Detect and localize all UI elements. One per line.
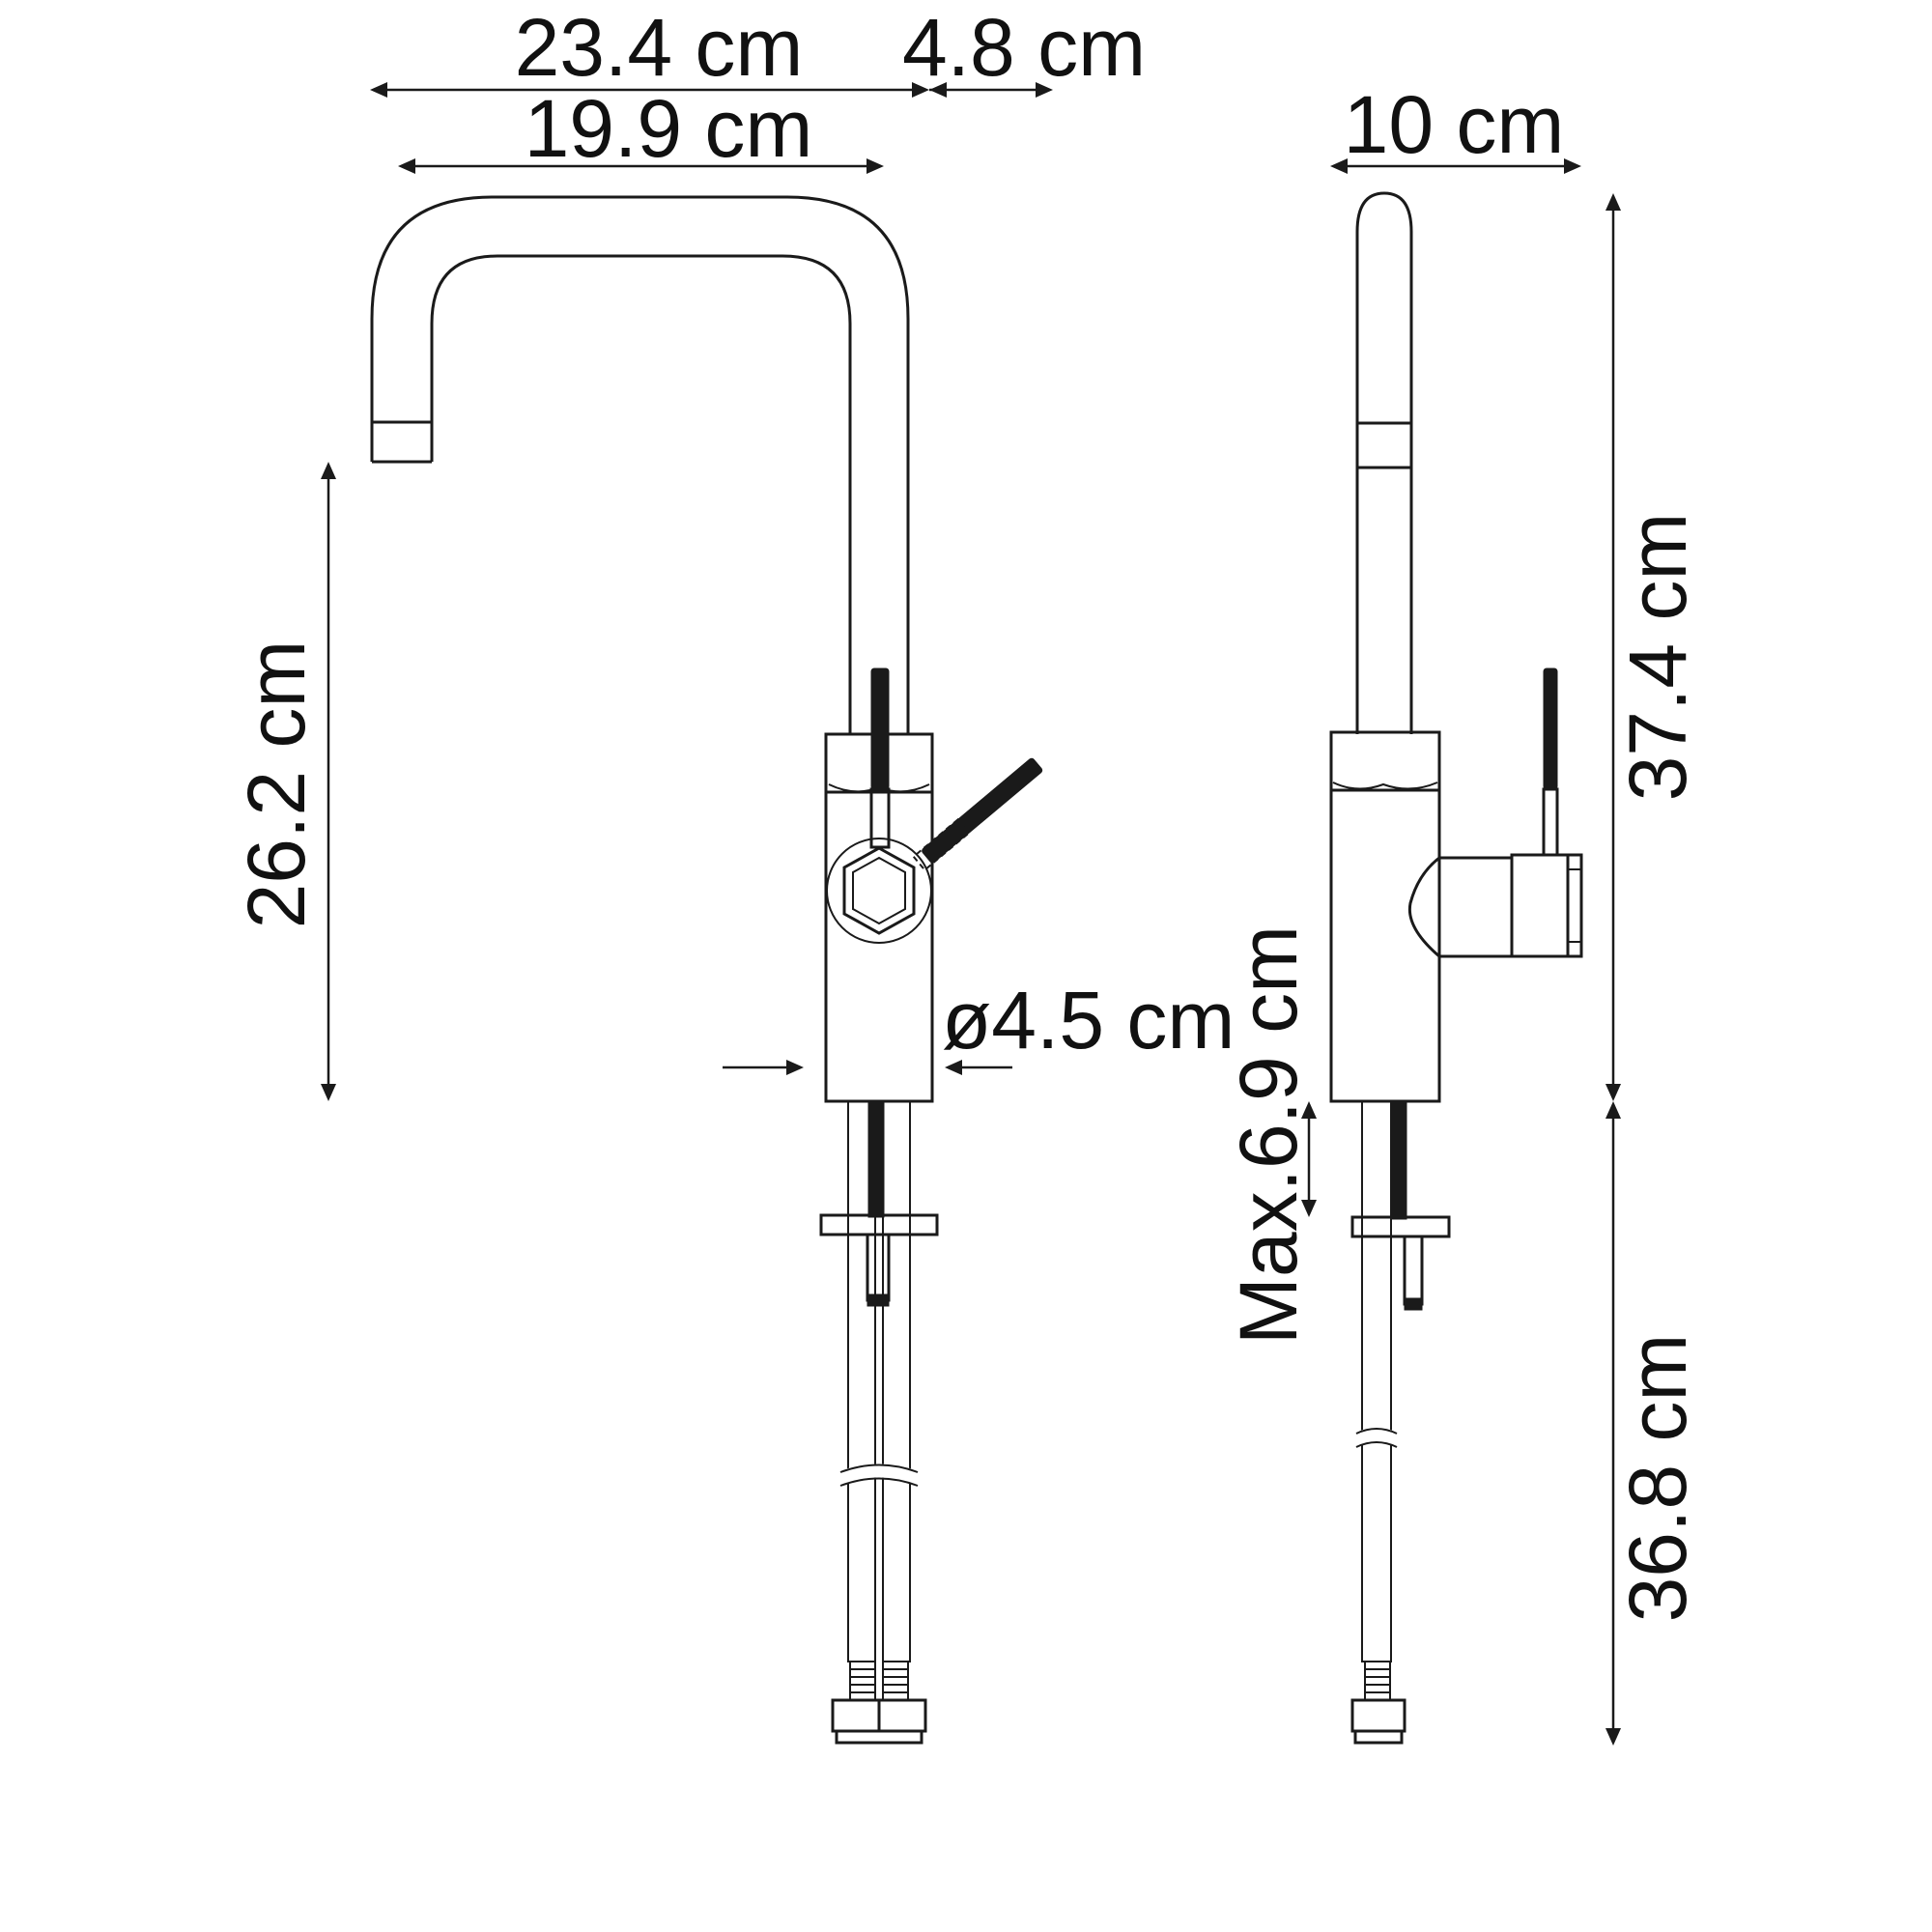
dimension-label-hose-length: 36.8 cm [1612,1334,1703,1623]
side-body [1329,668,1583,1103]
dimension-depth: 10 cm [1330,79,1581,174]
side-view: 10 cm 37.4 cm 36.8 cm Max.6.9 cm [1223,79,1703,1746]
side-spout [1355,191,1413,734]
dimension-max-counter: Max.6.9 cm [1223,925,1317,1345]
dimension-inner-reach: 19.9 cm [398,83,884,174]
side-hose [1352,1100,1407,1662]
dimension-spout-height: 26.2 cm [231,462,336,1101]
side-connector [1350,1661,1406,1745]
dimension-label-body-diameter: ø4.5 cm [942,975,1235,1065]
front-hoses [838,1100,921,1662]
dimension-overall-reach: 23.4 cm [370,2,929,98]
dimension-label-max-counter: Max.6.9 cm [1223,925,1314,1345]
dimension-label-inner-reach: 19.9 cm [525,83,813,174]
side-mounting [1350,1215,1451,1311]
dimension-spout-tip: 4.8 cm [902,2,1146,98]
dimension-hose-length: 36.8 cm [1605,1101,1703,1746]
front-spout [370,195,910,734]
front-view: 23.4 cm 4.8 cm 19.9 cm 26.2 cm [231,2,1235,1745]
dimension-label-depth: 10 cm [1344,79,1565,170]
dimension-total-height: 37.4 cm [1605,193,1703,1101]
dimension-label-overall-reach: 23.4 cm [515,2,804,93]
dimension-label-spout-height: 26.2 cm [231,640,322,929]
front-mounting [819,1213,939,1307]
dimension-label-total-height: 37.4 cm [1612,513,1703,802]
dimension-body-diameter: ø4.5 cm [723,975,1235,1075]
front-connectors [831,1661,927,1745]
dimension-label-spout-tip: 4.8 cm [902,2,1146,93]
